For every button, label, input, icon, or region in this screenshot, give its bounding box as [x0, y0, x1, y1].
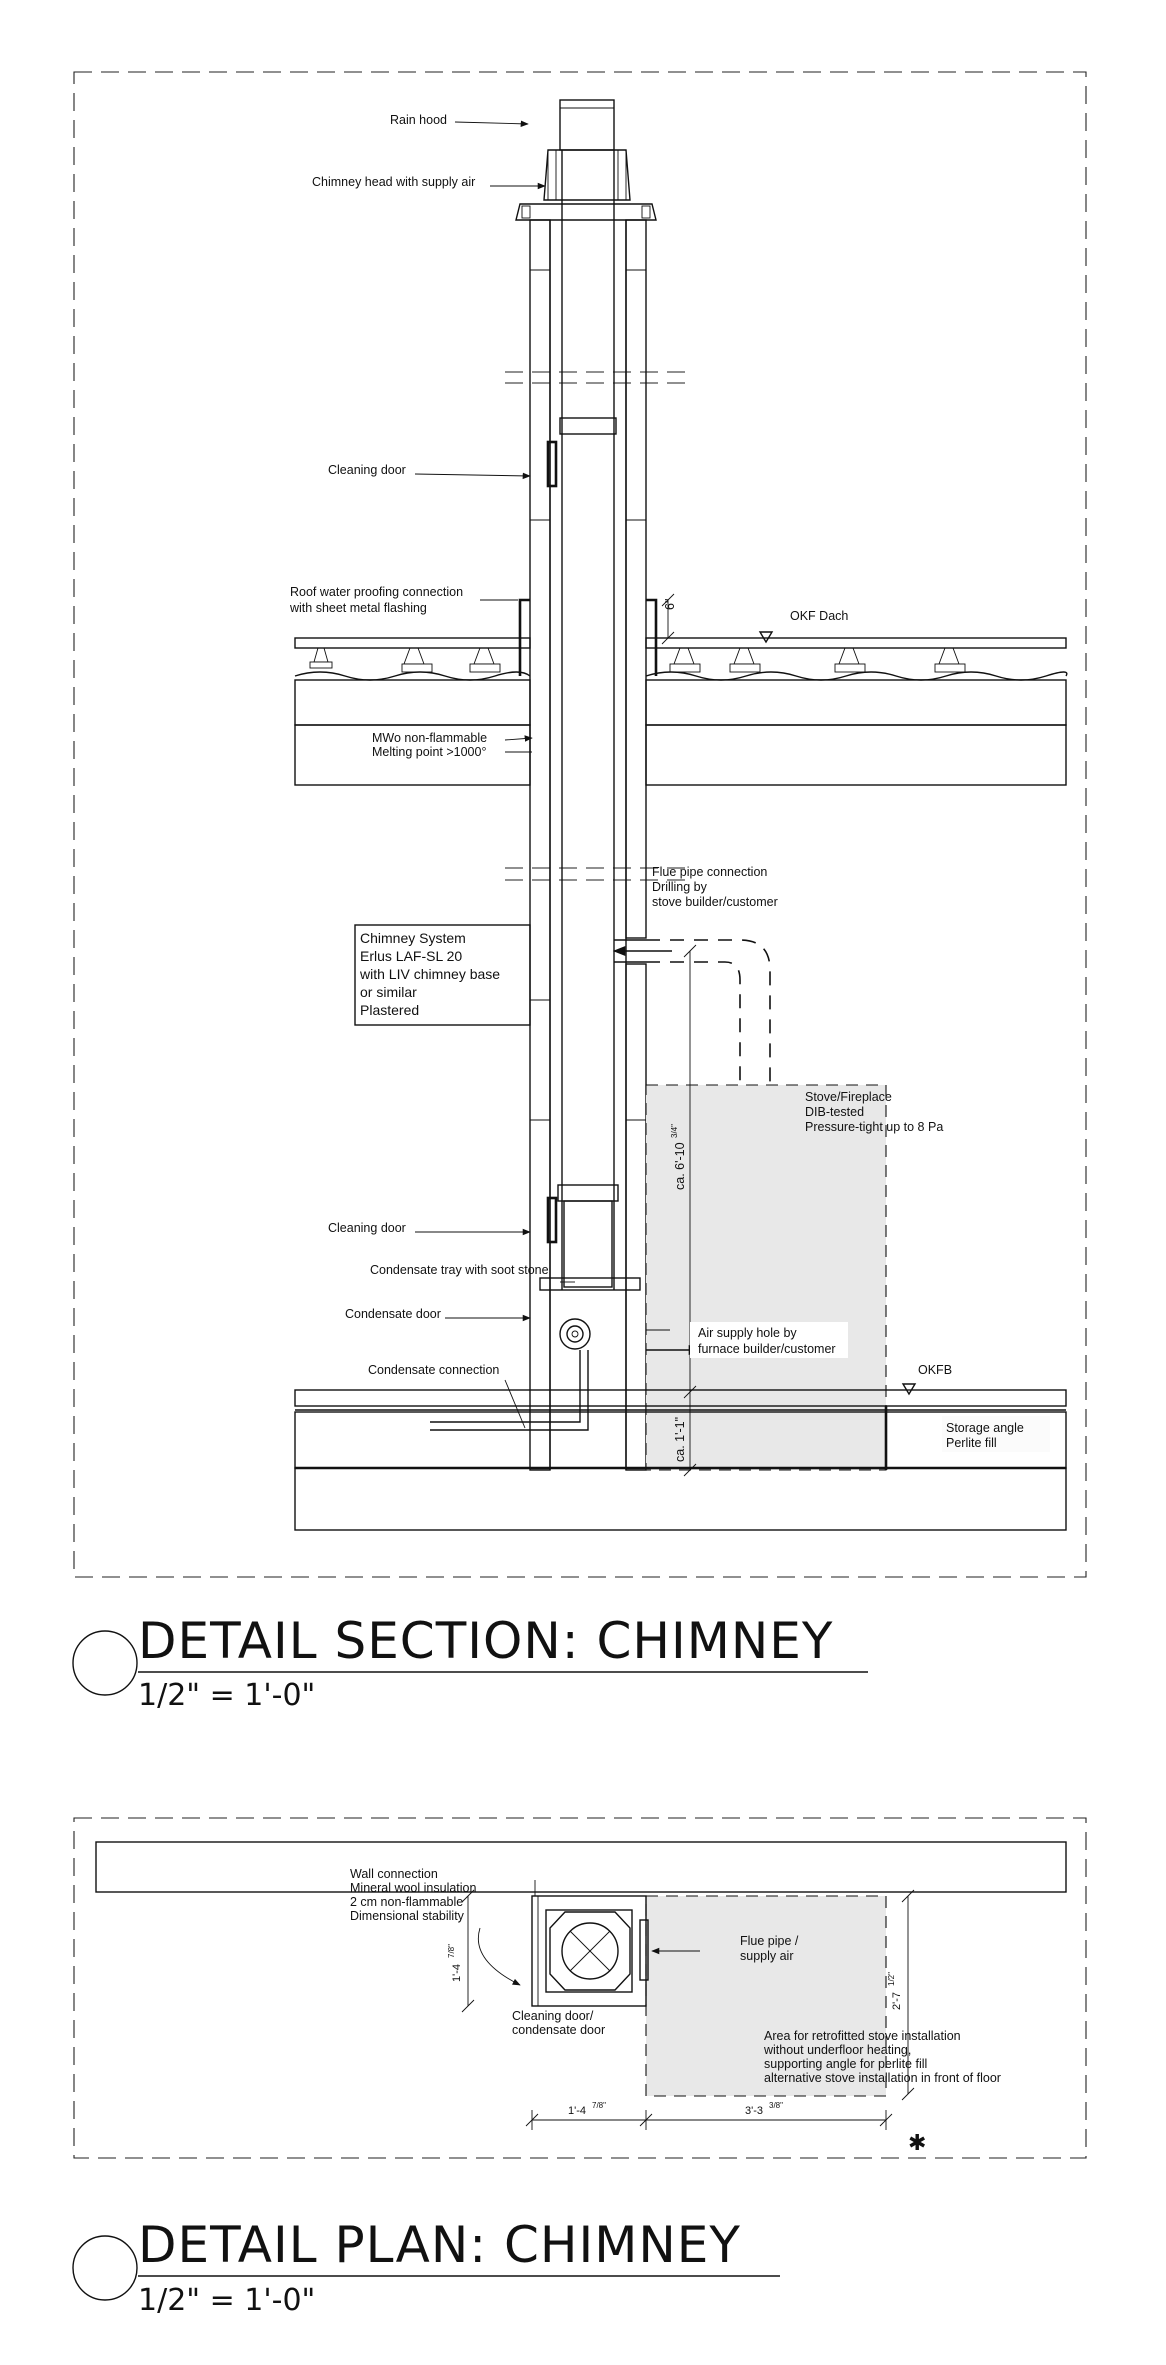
- system-box: [354, 924, 531, 1026]
- flue-connection: [612, 939, 771, 1085]
- plan-label-flue-1: Flue pipe /: [740, 1934, 799, 1948]
- label-system-2: Erlus LAF-SL 20: [360, 948, 462, 964]
- height-dimension: [683, 944, 697, 1477]
- plan-label-area-4: alternative stove installation in front …: [764, 2071, 1001, 2085]
- label-system-1: Chimney System: [360, 930, 466, 946]
- label-roof-waterproofing-1: Roof water proofing connection: [290, 585, 463, 599]
- plan-scale: 1/2" = 1'-0": [138, 2283, 315, 2318]
- plan-label-wall-3: 2 cm non-flammable: [350, 1895, 463, 1909]
- label-dim-height: ca. 6'-10: [673, 1142, 687, 1190]
- plan-dim-bottom-left: 1'-4: [568, 2105, 586, 2117]
- plan-dim-bottom-right: 3'-3: [745, 2105, 763, 2117]
- chimney-shaft: [430, 150, 647, 1471]
- plan-label-area-3: supporting angle for perlite fill: [764, 2057, 927, 2071]
- label-stove-1: Stove/Fireplace: [805, 1090, 892, 1104]
- plan-wall: [95, 1841, 1067, 1893]
- section-title-bubble: [72, 1630, 138, 1696]
- section-scale: 1/2" = 1'-0": [138, 1678, 315, 1713]
- label-flue-1: Flue pipe connection: [652, 865, 767, 879]
- label-cleaning-door-bottom: Cleaning door: [328, 1221, 406, 1235]
- label-mwo-1: MWo non-flammable: [372, 731, 487, 745]
- plan-dim-right-frac: 1/2": [887, 1972, 896, 1986]
- label-condensate-tray: Condensate tray with soot stone: [370, 1263, 549, 1277]
- plan-dimensions: [461, 1889, 915, 2130]
- label-air-supply-1: Air supply hole by: [698, 1326, 797, 1340]
- plan-title-bubble: [72, 2235, 138, 2301]
- plan-stove-area: [645, 1895, 887, 2097]
- section-leaders: [414, 120, 575, 1429]
- plan-dim-bottom-right-frac: 3/8": [769, 2101, 783, 2110]
- label-stove-2: DIB-tested: [805, 1105, 864, 1119]
- plan-dim-bottom-left-frac: 7/8": [592, 2101, 606, 2110]
- label-mwo-2: Melting point >1000°: [372, 745, 486, 759]
- label-air-supply-2: furnace builder/customer: [698, 1342, 836, 1356]
- label-chimney-head: Chimney head with supply air: [312, 175, 475, 189]
- plan-dim-side: 1'-4: [451, 1964, 463, 1982]
- plan-label-wall-4: Dimensional stability: [350, 1909, 465, 1923]
- floor-buildup: [294, 1383, 1067, 1531]
- label-system-4: or similar: [360, 984, 417, 1000]
- label-condensate-connection: Condensate connection: [368, 1363, 499, 1377]
- label-storage-1: Storage angle: [946, 1421, 1024, 1435]
- section-frame: [73, 71, 1087, 1578]
- label-system-3: with LIV chimney base: [359, 966, 500, 982]
- plan-label-clean-1: Cleaning door/: [512, 2009, 594, 2023]
- label-system-5: Plastered: [360, 1002, 419, 1018]
- label-condensate-door: Condensate door: [345, 1307, 441, 1321]
- rain-hood-drawing: [559, 99, 615, 151]
- label-flue-3: stove builder/customer: [652, 895, 778, 909]
- plan-label-wall-1: Wall connection: [350, 1867, 438, 1881]
- label-roof-waterproofing-2: with sheet metal flashing: [289, 601, 427, 615]
- plan-dim-side-frac: 7/8": [447, 1944, 456, 1958]
- section-title: DETAIL SECTION: CHIMNEY: [138, 1612, 833, 1670]
- label-okfb: OKFB: [918, 1363, 952, 1377]
- plan-label-area-1: Area for retrofitted stove installation: [764, 2029, 961, 2043]
- plan-chimney: [531, 1895, 649, 2007]
- plan-label-wall-2: Mineral wool insulation: [350, 1881, 477, 1895]
- plan-leaders: [477, 1880, 700, 1986]
- label-rain-hood: Rain hood: [390, 113, 447, 127]
- label-flue-2: Drilling by: [652, 880, 708, 894]
- label-dim-6: 6": [663, 599, 677, 610]
- plan-label-flue-2: supply air: [740, 1949, 794, 1963]
- label-okf-dach: OKF Dach: [790, 609, 848, 623]
- chimney-head-drawing: [515, 149, 657, 221]
- label-storage-2: Perlite fill: [946, 1436, 997, 1450]
- plan-title: DETAIL PLAN: CHIMNEY: [138, 2216, 741, 2274]
- plan-center-mark: ✱: [908, 2130, 926, 2155]
- plan-dim-right: 2'-7: [891, 1992, 903, 2010]
- plan-label-clean-2: condensate door: [512, 2023, 605, 2037]
- label-cleaning-door-top: Cleaning door: [328, 463, 406, 477]
- label-dim-lower: ca. 1'-1": [673, 1417, 687, 1462]
- label-dim-height-frac: 3/4": [670, 1124, 679, 1138]
- plan-label-area-2: without underfloor heating,: [763, 2043, 911, 2057]
- roof-buildup: [294, 593, 1068, 786]
- label-stove-3: Pressure-tight up to 8 Pa: [805, 1120, 943, 1134]
